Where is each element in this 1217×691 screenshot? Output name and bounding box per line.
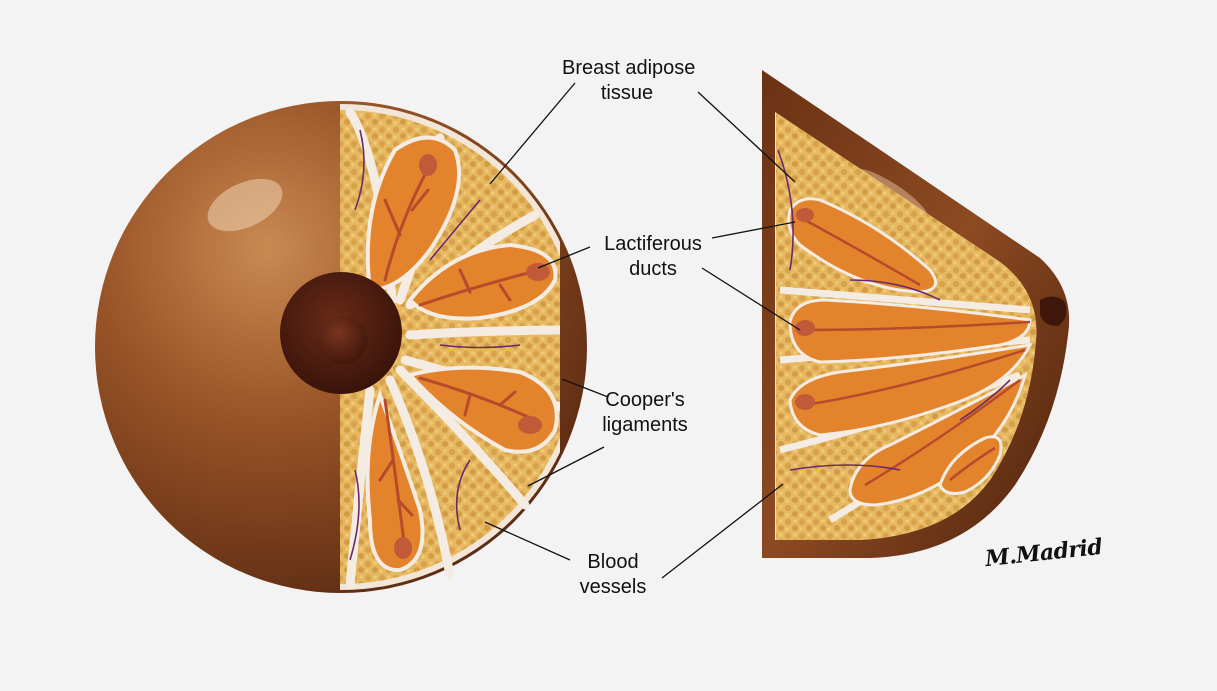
label-line: Breast adipose: [562, 56, 692, 81]
label-breast-adipose-tissue: Breast adipose tissue: [562, 56, 692, 106]
label-line: vessels: [558, 575, 668, 600]
label-blood-vessels: Blood vessels: [558, 550, 668, 600]
nipple: [319, 316, 367, 364]
frontal-view: [95, 101, 587, 593]
label-line: tissue: [562, 81, 692, 106]
label-coopers-ligaments: Cooper's ligaments: [580, 388, 710, 438]
label-line: Blood: [558, 550, 668, 575]
label-line: Lactiferous: [588, 232, 718, 257]
label-lactiferous-ducts: Lactiferous ducts: [588, 232, 718, 282]
label-line: Cooper's: [580, 388, 710, 413]
label-line: ducts: [588, 257, 718, 282]
label-line: ligaments: [580, 413, 710, 438]
sagittal-view: [762, 70, 1069, 558]
